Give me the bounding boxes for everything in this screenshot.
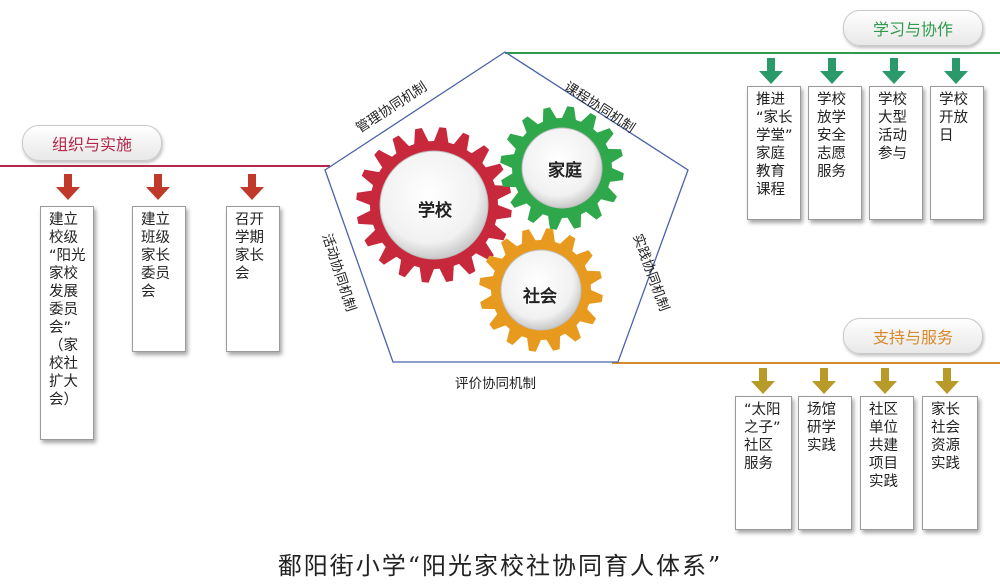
arrow-down-icon xyxy=(146,174,170,200)
arrow-down-icon xyxy=(873,368,897,394)
diagram-caption: 鄱阳街小学“阳光家校社协同育人体系” xyxy=(277,552,723,580)
gear-family-icon xyxy=(500,106,624,230)
gear-label-community: 社会 xyxy=(523,287,557,307)
arrow-down-icon xyxy=(751,368,775,394)
left-section-title: 组织与实施 xyxy=(22,125,162,161)
pentagon-frame xyxy=(324,51,689,363)
left-section-line xyxy=(0,165,330,167)
arrow-down-icon xyxy=(944,58,968,84)
left-item-school-committee: 建立 校级 “阳光 家校 发展 委员 会” （家 校社 扩大 会） xyxy=(40,206,94,440)
gear-label-family: 家庭 xyxy=(548,161,582,181)
left-item-class-committee: 建立 班级 家长 委员 会 xyxy=(132,206,186,352)
arrow-down-icon xyxy=(820,58,844,84)
arrow-down-icon xyxy=(56,174,80,200)
bottom-right-item-community-project: 社区 单位 共建 项目 实践 xyxy=(860,396,914,530)
gear-school-icon xyxy=(356,127,512,283)
gear-community-icon xyxy=(479,228,603,352)
bottom-right-item-sun-service: “太阳 之子” 社区 服务 xyxy=(735,396,792,530)
bottom-right-section-title: 支持与服务 xyxy=(843,318,983,354)
top-right-item-open-day: 学校 开放 日 xyxy=(930,86,984,220)
gear-label-school: 学校 xyxy=(418,201,452,221)
top-right-section-title: 学习与协作 xyxy=(843,10,983,46)
arrow-down-icon xyxy=(759,58,783,84)
mechanism-evaluation-label: 评价协同机制 xyxy=(455,376,536,392)
arrow-down-icon xyxy=(812,368,836,394)
arrow-down-icon xyxy=(882,58,906,84)
bottom-right-item-venue-study: 场馆 研学 实践 xyxy=(798,396,852,530)
bottom-right-section-line xyxy=(612,362,1000,364)
arrow-down-icon xyxy=(935,368,959,394)
bottom-right-item-parent-resource: 家长 社会 资源 实践 xyxy=(922,396,978,530)
top-right-item-safety-volunteer: 学校 放学 安全 志愿 服务 xyxy=(808,86,862,220)
top-right-item-parent-school: 推进 “家长 学堂” 家庭 教育 课程 xyxy=(747,86,801,220)
arrow-down-icon xyxy=(240,174,264,200)
top-right-section-line xyxy=(505,52,1000,54)
left-item-parent-meeting: 召开 学期 家长 会 xyxy=(226,206,280,352)
top-right-item-large-activity: 学校 大型 活动 参与 xyxy=(869,86,923,220)
